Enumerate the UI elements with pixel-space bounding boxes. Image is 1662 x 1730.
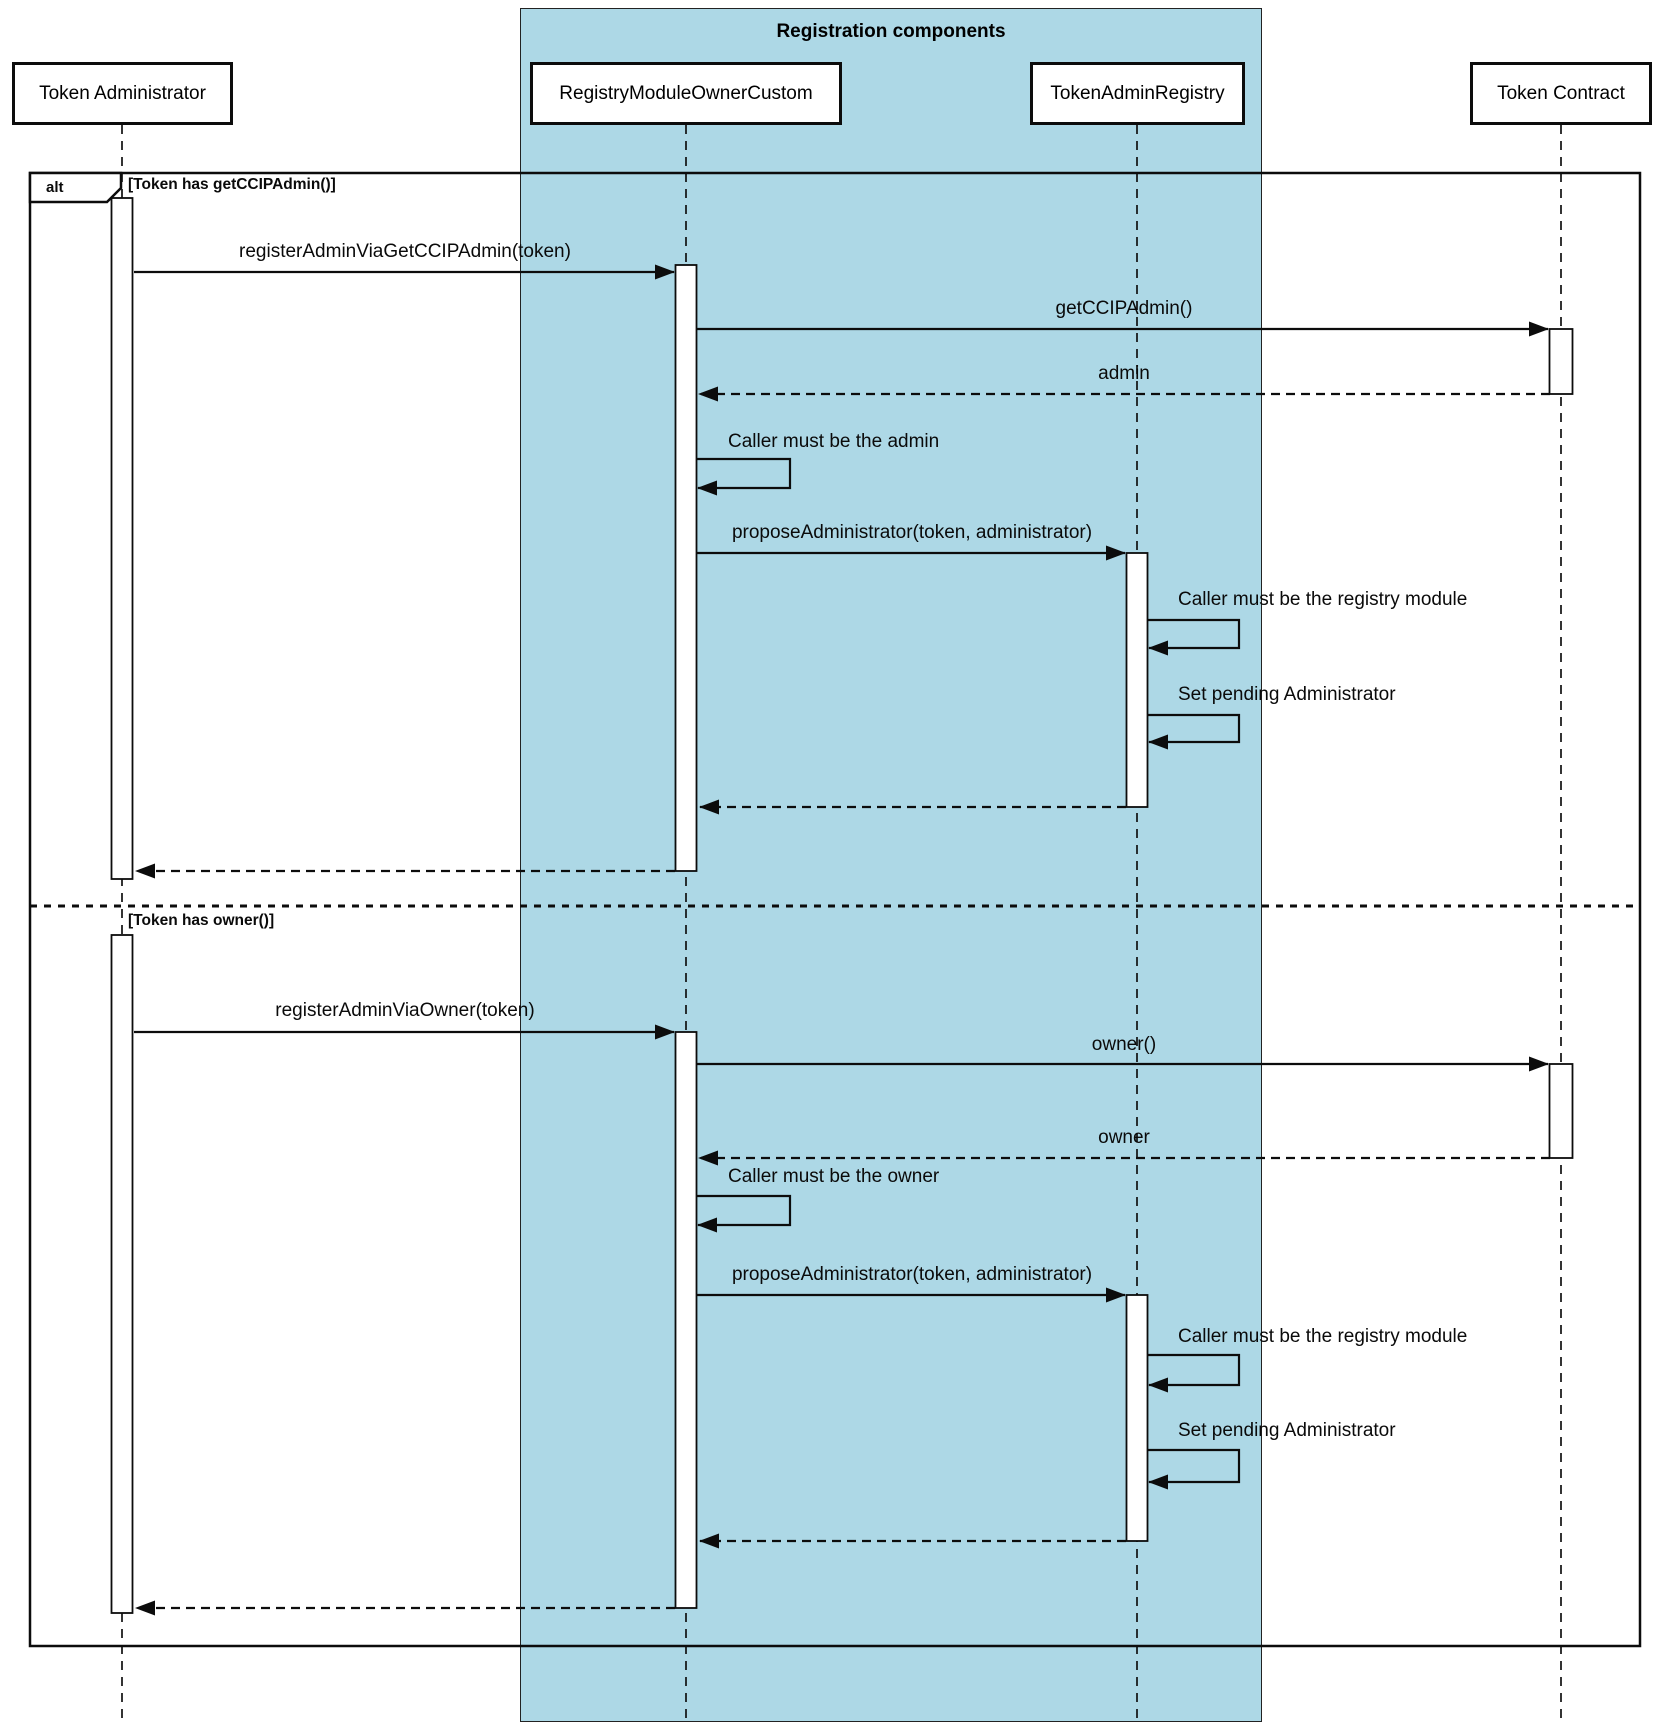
guard-token-has-getccipadmin: [Token has getCCIPAdmin()] [128, 176, 336, 193]
group-title: Registration components [776, 21, 1006, 42]
activation-token-admin-registry-2 [1125, 1294, 1149, 1542]
message-label-registry-module-check-2: Caller must be the registry module [1178, 1326, 1468, 1347]
activation-token-admin-registry-1 [1125, 552, 1149, 808]
message-label-owner-call: owner() [1091, 1034, 1157, 1055]
self-arrow-registry-module-check-2 [1148, 1353, 1241, 1393]
alt-operator-pentagon [28, 171, 123, 204]
messages-section1 [134, 264, 1550, 879]
guard-token-has-owner: [Token has owner()] [128, 912, 275, 929]
message-label-register-via-owner: registerAdminViaOwner(token) [275, 1000, 535, 1021]
message-label-set-pending-2: Set pending Administrator [1178, 1420, 1396, 1441]
participant-label: RegistryModuleOwnerCustom [559, 82, 813, 104]
message-label-getccipadmin-call: getCCIPAdmin() [1055, 298, 1193, 319]
self-arrow-set-pending-1 [1148, 713, 1241, 750]
participant-token-admin-registry: TokenAdminRegistry [1030, 62, 1245, 125]
alt-frame-border [28, 171, 1642, 1648]
activation-token-admin-1 [110, 197, 134, 880]
self-arrow-registry-module-check-1 [1148, 618, 1241, 656]
lifelines [121, 125, 1562, 1722]
activation-token-contract-1 [1548, 328, 1574, 395]
message-label-propose-administrator-1: proposeAdministrator(token, administrato… [731, 522, 1093, 543]
self-arrow-caller-must-be-admin [697, 457, 792, 496]
participant-label: TokenAdminRegistry [1050, 82, 1225, 104]
message-label-registry-module-check-1: Caller must be the registry module [1178, 589, 1468, 610]
messages-section2 [134, 1024, 1550, 1616]
activation-registry-module-2 [674, 1031, 698, 1609]
registration-components-group: Registration components [520, 8, 1262, 1722]
message-label-owner-return: owner [1098, 1127, 1150, 1148]
message-label-propose-administrator-2: proposeAdministrator(token, administrato… [731, 1264, 1093, 1285]
activation-bars [110, 197, 1574, 1614]
alt-frame [28, 171, 1642, 1648]
activation-registry-module-1 [674, 264, 698, 872]
activation-token-contract-2 [1548, 1063, 1574, 1159]
message-label-register-via-getccipadmin: registerAdminViaGetCCIPAdmin(token) [239, 241, 571, 262]
participant-registry-module-owner-custom: RegistryModuleOwnerCustom [530, 62, 842, 125]
participant-token-contract: Token Contract [1470, 62, 1652, 125]
activation-token-admin-2 [110, 934, 134, 1614]
alt-operator-label: alt [46, 179, 64, 196]
participant-label: Token Contract [1497, 82, 1625, 104]
message-label-admin-return: admin [1098, 363, 1150, 384]
self-arrow-caller-must-be-owner [697, 1194, 792, 1233]
participant-label: Token Administrator [39, 82, 206, 104]
self-arrow-set-pending-2 [1148, 1448, 1241, 1490]
message-label-set-pending-1: Set pending Administrator [1178, 684, 1396, 705]
message-label-caller-must-be-owner: Caller must be the owner [728, 1166, 940, 1187]
participant-token-administrator: Token Administrator [12, 62, 233, 125]
message-label-caller-must-be-admin: Caller must be the admin [728, 431, 940, 452]
